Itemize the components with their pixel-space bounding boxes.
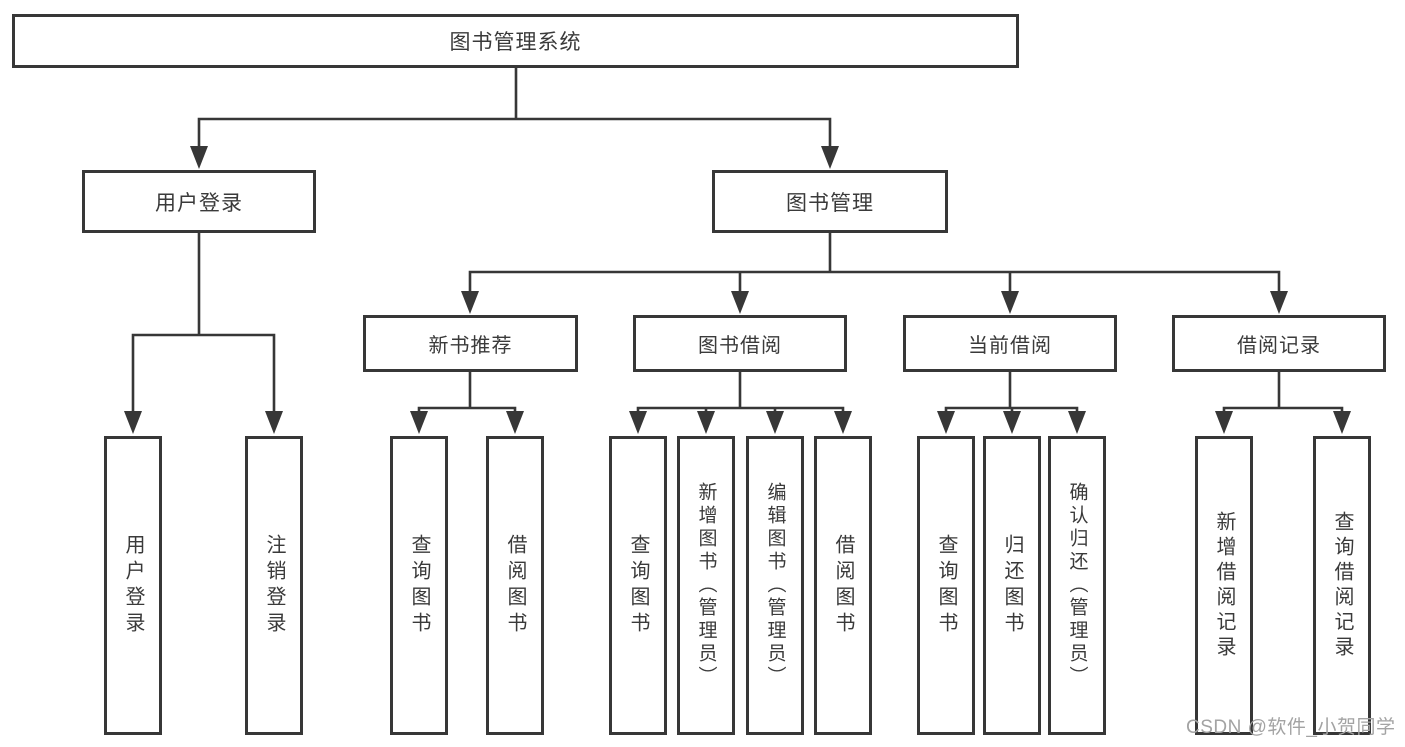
leaf-query-books-3-label: 查询图书 — [935, 533, 957, 638]
leaf-borrow-books-1: 借阅图书 — [486, 436, 544, 735]
arrow-down-icon — [1001, 291, 1019, 314]
node-book-management: 图书管理 — [712, 170, 948, 233]
connector-root-branch — [190, 66, 839, 169]
arrow-down-icon — [937, 411, 955, 434]
leaf-borrow-books-2-label: 借阅图书 — [832, 533, 854, 638]
leaf-query-books-2-label: 查询图书 — [627, 533, 649, 638]
leaf-add-borrow-record: 新增借阅记录 — [1195, 436, 1253, 735]
node-book-borrowing-label: 图书借阅 — [698, 335, 782, 357]
leaf-return-book-label: 归还图书 — [1001, 533, 1023, 638]
arrow-down-icon — [1068, 411, 1086, 434]
leaf-logout: 注销登录 — [245, 436, 303, 735]
leaf-return-book: 归还图书 — [983, 436, 1041, 735]
node-borrow-records-label: 借阅记录 — [1237, 335, 1321, 357]
arrow-down-icon — [1333, 411, 1351, 434]
node-current-borrowing: 当前借阅 — [903, 315, 1117, 372]
leaf-edit-book-admin: 编辑图书（管理员） — [746, 436, 804, 735]
connector-book-management-branch — [461, 231, 1288, 314]
watermark-text: CSDN @软件_小贺同学 — [1186, 717, 1396, 738]
node-user-login-label: 用户登录 — [155, 191, 243, 215]
arrow-down-icon — [461, 291, 479, 314]
node-root-label: 图书管理系统 — [449, 31, 582, 54]
arrow-down-icon — [766, 411, 784, 434]
arrow-down-icon — [1270, 291, 1288, 314]
leaf-add-book-admin: 新增图书（管理员） — [677, 436, 735, 735]
node-new-book-recommend: 新书推荐 — [363, 315, 578, 372]
arrow-down-icon — [1003, 411, 1021, 434]
node-root: 图书管理系统 — [12, 14, 1019, 68]
arrow-down-icon — [1215, 411, 1233, 434]
leaf-query-books-1: 查询图书 — [390, 436, 448, 735]
leaf-confirm-return-admin-label: 确认归还（管理员） — [1066, 482, 1088, 689]
connector-book-borrowing-branch — [629, 370, 852, 434]
leaf-add-borrow-record-label: 新增借阅记录 — [1213, 510, 1235, 661]
leaf-confirm-return-admin: 确认归还（管理员） — [1048, 436, 1106, 735]
connector-new-book-recommend-branch — [410, 370, 524, 434]
connector-user-login-branch — [124, 231, 283, 434]
node-book-management-label: 图书管理 — [786, 191, 874, 215]
arrow-down-icon — [834, 411, 852, 434]
arrow-down-icon — [124, 411, 142, 434]
node-book-borrowing: 图书借阅 — [633, 315, 847, 372]
node-borrow-records: 借阅记录 — [1172, 315, 1386, 372]
leaf-borrow-books-1-label: 借阅图书 — [504, 533, 526, 638]
leaf-add-book-admin-label: 新增图书（管理员） — [695, 482, 717, 689]
leaf-borrow-books-2: 借阅图书 — [814, 436, 872, 735]
arrow-down-icon — [190, 146, 208, 169]
arrow-down-icon — [697, 411, 715, 434]
arrow-down-icon — [821, 146, 839, 169]
leaf-query-borrow-record-label: 查询借阅记录 — [1331, 510, 1353, 661]
arrow-down-icon — [629, 411, 647, 434]
connector-current-borrowing-branch — [937, 370, 1086, 434]
leaf-query-books-3: 查询图书 — [917, 436, 975, 735]
arrow-down-icon — [265, 411, 283, 434]
leaf-logout-label: 注销登录 — [263, 533, 285, 638]
leaf-edit-book-admin-label: 编辑图书（管理员） — [764, 482, 786, 689]
connector-borrow-records-branch — [1215, 370, 1351, 434]
arrow-down-icon — [506, 411, 524, 434]
arrow-down-icon — [410, 411, 428, 434]
arrow-down-icon — [731, 291, 749, 314]
leaf-user-login-label: 用户登录 — [122, 533, 144, 638]
leaf-query-borrow-record: 查询借阅记录 — [1313, 436, 1371, 735]
leaf-query-books-1-label: 查询图书 — [408, 533, 430, 638]
node-user-login: 用户登录 — [82, 170, 316, 233]
leaf-query-books-2: 查询图书 — [609, 436, 667, 735]
node-current-borrowing-label: 当前借阅 — [968, 335, 1052, 357]
leaf-user-login: 用户登录 — [104, 436, 162, 735]
node-new-book-recommend-label: 新书推荐 — [428, 335, 513, 357]
